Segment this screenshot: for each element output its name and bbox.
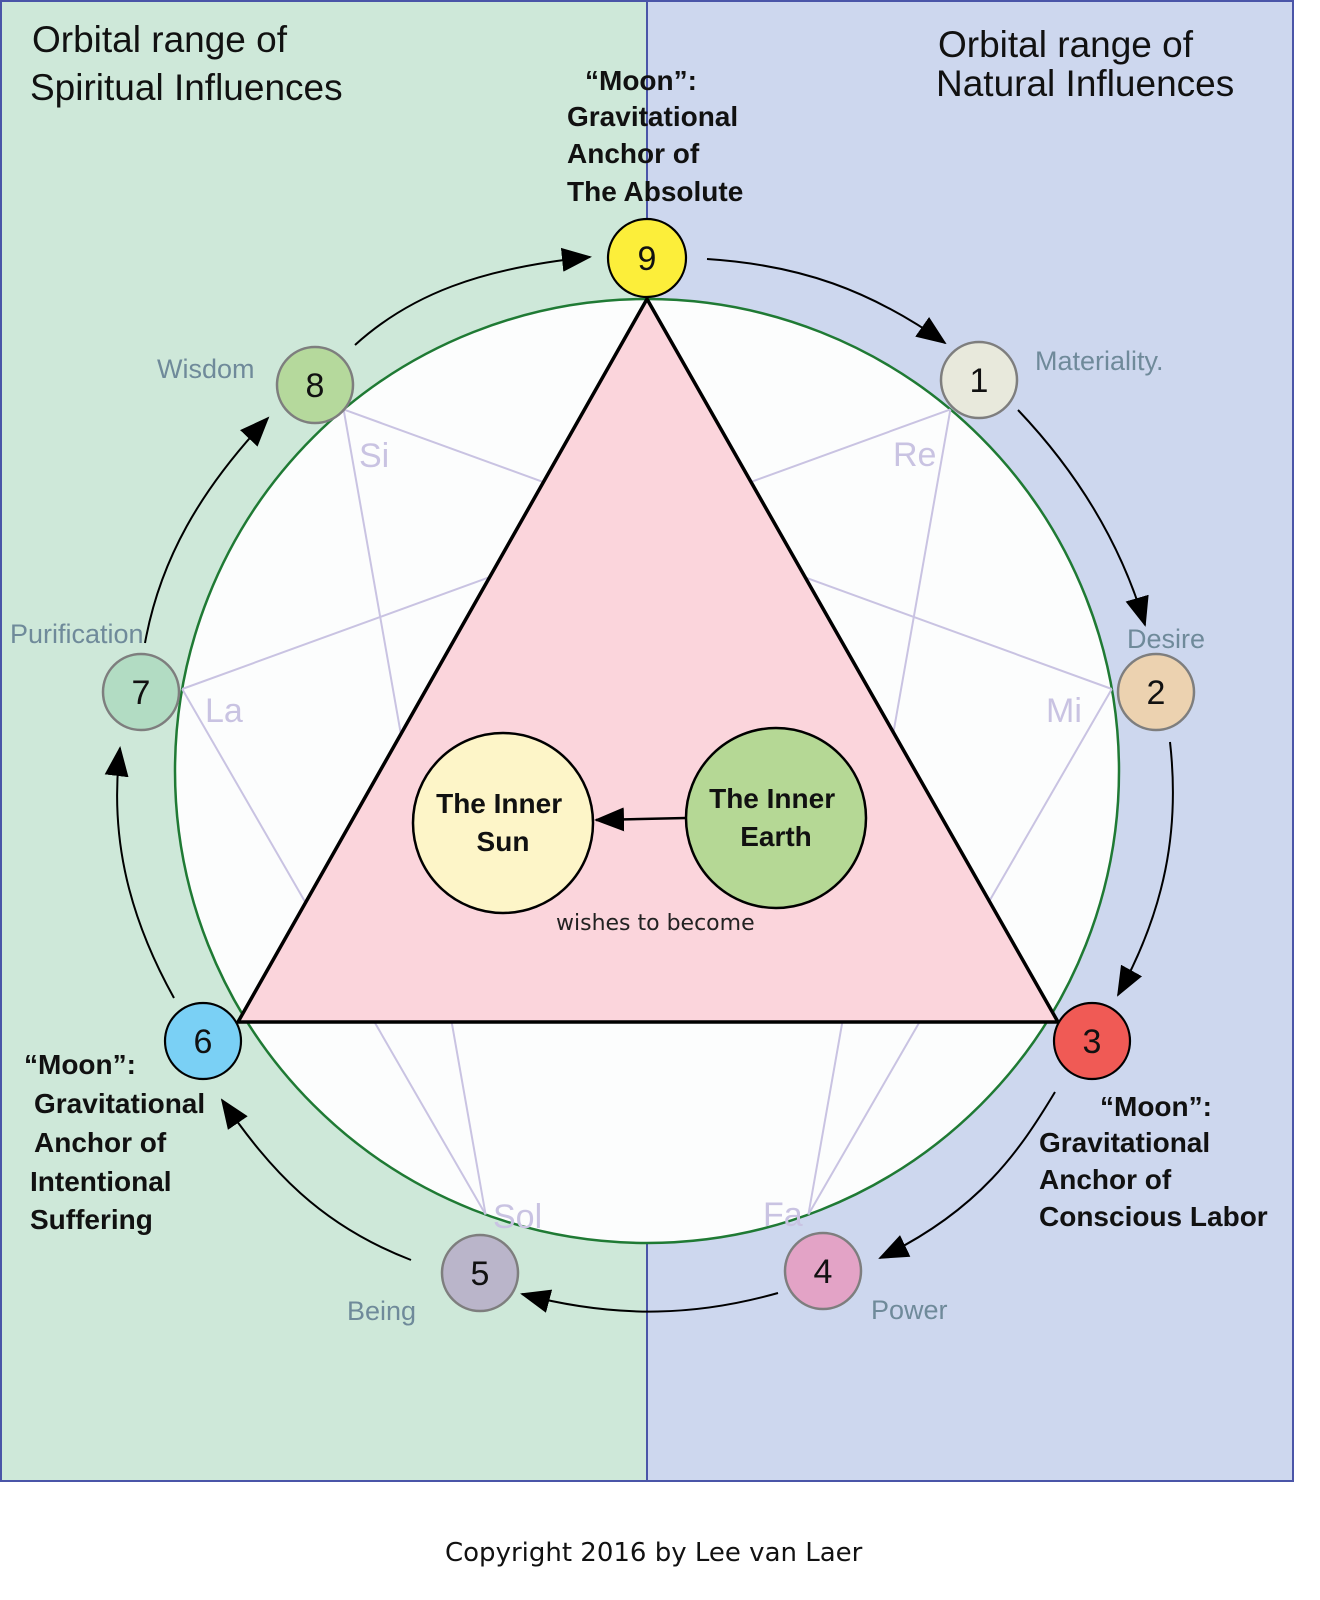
point-node-9: 9 xyxy=(606,217,688,299)
point-number-5: 5 xyxy=(471,1255,490,1293)
point-number-8: 8 xyxy=(306,367,325,405)
note-label-re: Re xyxy=(893,436,936,474)
point-circle-4 xyxy=(783,1231,863,1311)
note-label-la: La xyxy=(205,692,243,730)
point-node-7: 7 xyxy=(101,652,181,732)
moon-label-intentional-suffering: “Moon”: Gravitational Anchor of Intentio… xyxy=(24,1049,213,1235)
arrow-2-to-3 xyxy=(1117,741,1174,997)
quality-label-8: Wisdom xyxy=(157,354,255,384)
point-circle-9 xyxy=(606,217,688,299)
point-number-2: 2 xyxy=(1147,674,1166,712)
flow-arrows xyxy=(104,247,1174,1313)
point-circle-7 xyxy=(101,652,181,732)
arrow-1-to-2 xyxy=(1017,409,1149,627)
point-number-7: 7 xyxy=(132,674,151,712)
point-circle-5 xyxy=(440,1233,520,1313)
note-label-si: Si xyxy=(359,437,389,475)
moon-label-absolute: “Moon”: Gravitational Anchor of The Abso… xyxy=(567,65,746,207)
inner-earth-circle xyxy=(684,726,868,910)
arrow-4-to-5 xyxy=(520,1289,779,1313)
quality-label-2: Desire xyxy=(1127,624,1205,654)
note-label-fa: Fa xyxy=(763,1196,803,1234)
moon-label-conscious-labor: “Moon”: Gravitational Anchor of Consciou… xyxy=(1039,1091,1268,1232)
copyright-text: Copyright 2016 by Lee van Laer xyxy=(445,1538,863,1568)
point-node-8: 8 xyxy=(275,345,355,425)
point-number-9: 9 xyxy=(638,240,657,278)
point-nodes: 9 1 2 3 4 5 6 7 8 xyxy=(101,217,1196,1313)
arrow-8-to-9 xyxy=(354,247,592,346)
arrow-9-to-1 xyxy=(706,258,947,345)
note-label-sol: Sol xyxy=(493,1198,542,1236)
quality-label-4: Power xyxy=(871,1295,948,1325)
point-node-5: 5 xyxy=(440,1233,520,1313)
note-label-mi: Mi xyxy=(1046,692,1082,730)
quality-label-1: Materiality. xyxy=(1035,346,1164,376)
point-number-3: 3 xyxy=(1083,1023,1102,1061)
arrow-5-to-6 xyxy=(220,1098,412,1261)
inner-sun-label: The Inner Sun xyxy=(436,788,570,857)
point-number-4: 4 xyxy=(814,1253,833,1291)
spiritual-panel-title: Orbital range of Spiritual Influences xyxy=(30,19,343,108)
point-node-2: 2 xyxy=(1116,652,1196,732)
point-circle-2 xyxy=(1116,652,1196,732)
point-node-1: 1 xyxy=(939,340,1019,420)
point-node-4: 4 xyxy=(783,1231,863,1311)
relation-label: wishes to become xyxy=(556,911,755,936)
quality-label-5: Being xyxy=(347,1296,416,1326)
arrow-3-to-4 xyxy=(878,1091,1056,1259)
point-number-1: 1 xyxy=(970,362,989,400)
inner-earth-label: The Inner Earth xyxy=(709,783,843,852)
earth-to-sun-arrow xyxy=(594,807,687,832)
point-circle-3 xyxy=(1052,1001,1132,1081)
point-circle-6 xyxy=(163,1001,243,1081)
natural-panel-title: Orbital range of Natural Influences xyxy=(936,24,1234,104)
point-node-3: 3 xyxy=(1052,1001,1132,1081)
point-number-6: 6 xyxy=(194,1023,213,1061)
inner-sun-circle xyxy=(411,731,595,915)
arrow-6-to-7 xyxy=(104,746,175,999)
point-node-6: 6 xyxy=(163,1001,243,1081)
point-circle-8 xyxy=(275,345,355,425)
quality-label-7: Purification xyxy=(10,619,144,649)
arrow-7-to-8 xyxy=(144,416,270,644)
point-circle-1 xyxy=(939,340,1019,420)
